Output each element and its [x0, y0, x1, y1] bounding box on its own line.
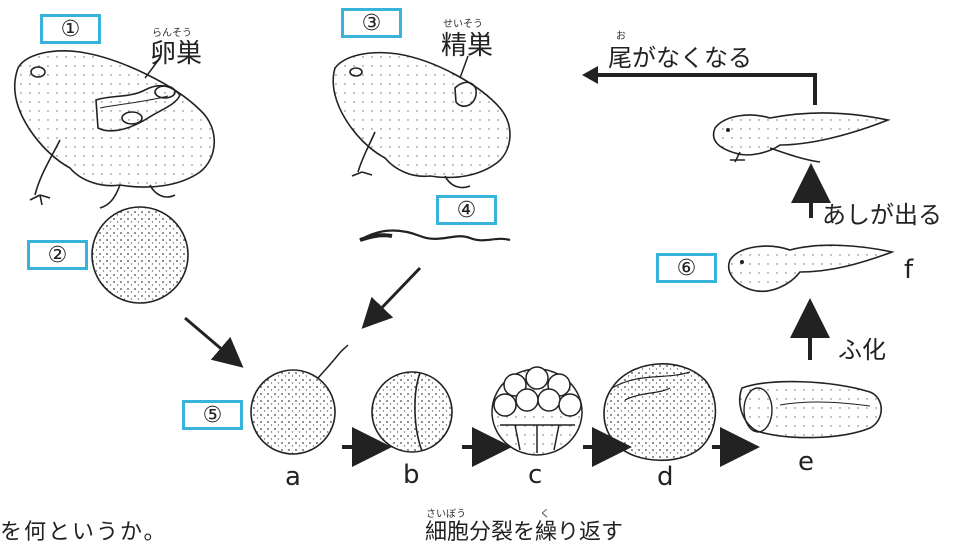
stage-a-illustration: [250, 369, 336, 455]
female-frog-illustration: [14, 50, 215, 209]
stage-c-illustration: [491, 366, 583, 456]
label-c: c: [528, 460, 543, 490]
label-e: e: [798, 447, 814, 477]
testis-label: 精巣: [441, 31, 494, 61]
division-label: 細胞分裂を繰り返す: [425, 520, 624, 545]
tail-loss-label: 尾がなくなる: [608, 44, 752, 72]
answer-box-4[interactable]: ④: [436, 195, 497, 225]
stage-e-illustration: [738, 380, 883, 439]
answer-box-1[interactable]: ①: [40, 14, 101, 44]
ovary-label: 卵巣: [150, 39, 203, 69]
tail-ruby: お: [616, 31, 626, 42]
division-ruby-2: く: [540, 509, 550, 520]
label-d: d: [657, 462, 674, 492]
male-frog-illustration: [332, 51, 511, 189]
label-a: a: [285, 462, 301, 492]
stage-d-illustration: [603, 363, 717, 462]
legs-label: あしが出る: [822, 201, 942, 229]
stage-b-illustration: [371, 371, 453, 453]
arrow-egg-to-a: [184, 316, 244, 368]
froglet-with-legs-illustration: [712, 112, 891, 163]
ovary-ruby: らんそう: [152, 28, 192, 39]
arrow-sperm-to-a: [361, 266, 422, 329]
answer-box-5[interactable]: ⑤: [182, 400, 243, 430]
division-ruby-1: さいぼう: [426, 509, 466, 520]
egg-illustration: [91, 206, 189, 304]
answer-box-2[interactable]: ②: [27, 240, 88, 270]
answer-box-6[interactable]: ⑥: [656, 253, 717, 283]
sperm-illustration: [359, 229, 511, 242]
hatch-label: ふ化: [838, 336, 886, 364]
testis-ruby: せいそう: [443, 19, 483, 30]
question-fragment: を何というか。: [0, 520, 168, 545]
answer-box-3[interactable]: ③: [341, 8, 402, 38]
label-f: f: [904, 255, 914, 285]
stage-f-illustration: [728, 244, 895, 292]
arrow-tail-loss: [590, 73, 817, 105]
label-b: b: [403, 460, 420, 490]
